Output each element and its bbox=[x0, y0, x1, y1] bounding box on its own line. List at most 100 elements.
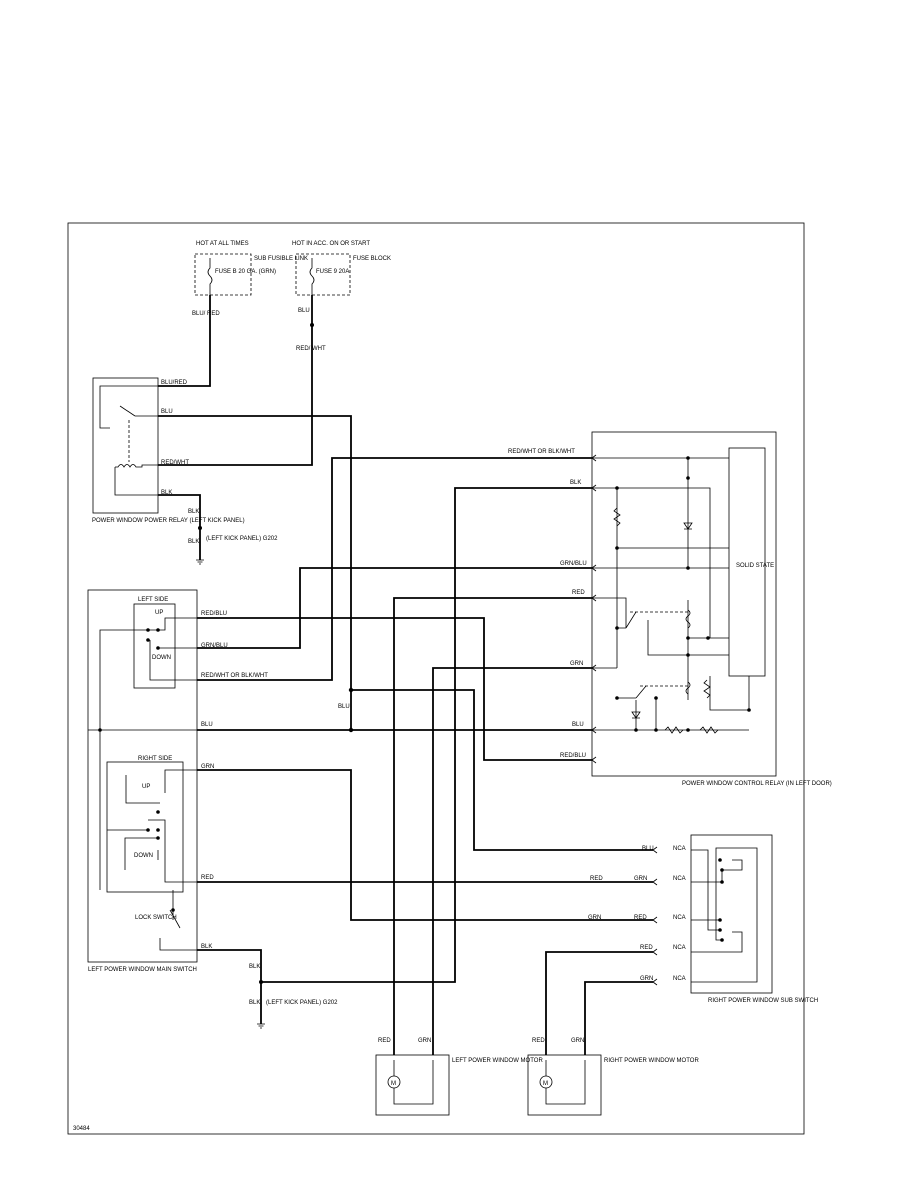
wire-red-wht-feed bbox=[158, 295, 313, 466]
right-side-label: RIGHT SIDE bbox=[138, 756, 172, 762]
ground-g202-label-2: (LEFT KICK PANEL) G202 bbox=[266, 1000, 338, 1006]
diode-icon bbox=[631, 522, 693, 719]
wire-red-right-motor bbox=[545, 951, 653, 1055]
main-pin-grn-blu: GRN/BLU bbox=[201, 643, 228, 649]
right-motor-box bbox=[527, 1054, 602, 1116]
ground-g202-symbol-2 bbox=[257, 1023, 265, 1029]
main-switch-dots bbox=[98, 628, 175, 912]
fuse-block-label: FUSE BLOCK bbox=[353, 256, 391, 262]
svg-text:NCA: NCA bbox=[673, 846, 686, 852]
right-motor-m: M bbox=[543, 1081, 548, 1087]
left-side-label: LEFT SIDE bbox=[138, 597, 168, 603]
control-pin-blk: BLK bbox=[570, 480, 581, 486]
wire-grn-blu-to-control bbox=[197, 567, 592, 649]
splice-dot bbox=[198, 526, 202, 530]
wire-label-blk-4: BLK bbox=[249, 1000, 260, 1006]
sub-wire-label-blu: BLU bbox=[642, 846, 654, 852]
main-pin-red: RED bbox=[201, 875, 214, 881]
control-relay-internal bbox=[592, 457, 750, 731]
right-motor-red-label: RED bbox=[532, 1038, 545, 1044]
sub-fusible-link-label: SUB FUSIBLE LINK bbox=[254, 256, 308, 262]
main-pin-grn: GRN bbox=[201, 764, 214, 770]
main-pin-red-blu: RED/BLU bbox=[201, 611, 227, 617]
control-relay-resistor-2 bbox=[703, 679, 711, 699]
wire-blk-to-control bbox=[261, 487, 592, 983]
splice-dot bbox=[310, 323, 314, 327]
fuse-9-label: FUSE 9 20A bbox=[316, 269, 349, 275]
power-relay-box bbox=[92, 377, 159, 514]
sub-wire-label-red-2: RED bbox=[634, 915, 647, 921]
control-relay-label: POWER WINDOW CONTROL RELAY (IN LEFT DOOR… bbox=[682, 781, 832, 787]
sub-fusible-link-box bbox=[194, 253, 252, 296]
svg-text:NCA: NCA bbox=[673, 915, 686, 921]
wire-blu-relay-bus bbox=[158, 415, 352, 730]
right-motor-label: RIGHT POWER WINDOW MOTOR bbox=[604, 1058, 699, 1064]
relay-internal-wiring bbox=[99, 385, 158, 496]
sub-wire-label-red-3: RED bbox=[640, 945, 653, 951]
wire-red-wht-to-control bbox=[197, 457, 592, 681]
sub-wire-label-grn-1: GRN bbox=[634, 876, 647, 882]
control-relay-coil-1 bbox=[685, 609, 691, 629]
wire-label-blu-bus: BLU bbox=[338, 704, 350, 710]
fuse-b-label: FUSE B 20 GA. (GRN) bbox=[215, 269, 276, 275]
control-relay-resistor-3 bbox=[664, 726, 719, 734]
wire-red-blu-to-control bbox=[197, 617, 592, 761]
connector-chevrons bbox=[591, 454, 658, 986]
left-up-label: UP bbox=[155, 610, 163, 616]
control-relay-box bbox=[591, 431, 777, 777]
solid-state-label: SOLID STATE bbox=[736, 563, 774, 569]
wire-main-ground bbox=[197, 949, 262, 1024]
ground-g202-label: (LEFT KICK PANEL) G202 bbox=[206, 536, 278, 542]
main-pin-blk: BLK bbox=[201, 944, 212, 950]
main-pin-red-wht-or-blk-wht: RED/WHT OR BLK/WHT bbox=[201, 673, 268, 679]
wire-blu-to-sub-switch bbox=[351, 689, 653, 851]
right-up-label: UP bbox=[142, 784, 150, 790]
relay-pin-red-wht: RED/WHT bbox=[161, 460, 189, 466]
main-switch-internal bbox=[88, 617, 197, 951]
wire-label-blk-3: BLK bbox=[249, 964, 260, 970]
control-relay-resistor-1 bbox=[613, 507, 621, 527]
main-switch-box bbox=[87, 589, 198, 963]
control-relay-dashes bbox=[630, 611, 688, 687]
diagram-frame bbox=[67, 222, 805, 1135]
wire-grn-to-sub-switch bbox=[197, 769, 653, 921]
left-motor-label: LEFT POWER WINDOW MOTOR bbox=[452, 1058, 543, 1064]
control-pin-grn-blu: GRN/BLU bbox=[560, 561, 587, 567]
control-pin-red-wht-or-blk-wht: RED/WHT OR BLK/WHT bbox=[508, 449, 575, 455]
diagram-number: 30484 bbox=[73, 1126, 90, 1132]
sub-wire-label-red-1: RED bbox=[590, 876, 603, 882]
relay-pin-blu-red: BLU/RED bbox=[161, 380, 188, 386]
right-side-switch-box bbox=[106, 761, 184, 893]
sub-switch-nca-labels: NCA NCA NCA NCA NCA bbox=[673, 846, 686, 982]
svg-text:NCA: NCA bbox=[673, 976, 686, 982]
right-down-label: DOWN bbox=[134, 853, 153, 859]
hot-in-acc-label: HOT IN ACC. ON OR START bbox=[292, 241, 370, 247]
svg-text:NCA: NCA bbox=[673, 945, 686, 951]
wire-label-blk-2: BLK bbox=[188, 539, 199, 545]
relay-pin-blk: BLK bbox=[161, 490, 172, 496]
fuse-b-symbol bbox=[207, 258, 213, 295]
sub-wire-label-grn-2: GRN bbox=[588, 915, 601, 921]
left-motor-grn-label: GRN bbox=[418, 1038, 431, 1044]
hot-at-all-times-label: HOT AT ALL TIMES bbox=[196, 241, 249, 247]
left-side-switch-box bbox=[133, 603, 176, 689]
wire-label-blk-1: BLK bbox=[188, 509, 199, 515]
wire-red-left-motor bbox=[393, 597, 592, 1055]
left-motor-m: M bbox=[391, 1081, 396, 1087]
main-pin-blu: BLU bbox=[201, 722, 213, 728]
control-pin-red: RED bbox=[572, 590, 585, 596]
left-motor-red-label: RED bbox=[378, 1038, 391, 1044]
svg-text:NCA: NCA bbox=[673, 876, 686, 882]
solid-state-module bbox=[728, 447, 766, 677]
wire-grn-right-motor bbox=[584, 981, 653, 1055]
control-relay-dots bbox=[615, 456, 751, 732]
control-relay-coil-2 bbox=[685, 681, 691, 695]
control-pin-blu: BLU bbox=[572, 722, 584, 728]
right-motor-grn-label: GRN bbox=[571, 1038, 584, 1044]
wire-label-blu-red: BLU/ RED bbox=[192, 311, 220, 317]
control-pin-red-blu: RED/BLU bbox=[560, 753, 586, 759]
ground-g202-symbol bbox=[196, 559, 204, 565]
sub-switch-internal bbox=[691, 847, 758, 983]
splice-dot bbox=[348, 727, 354, 733]
